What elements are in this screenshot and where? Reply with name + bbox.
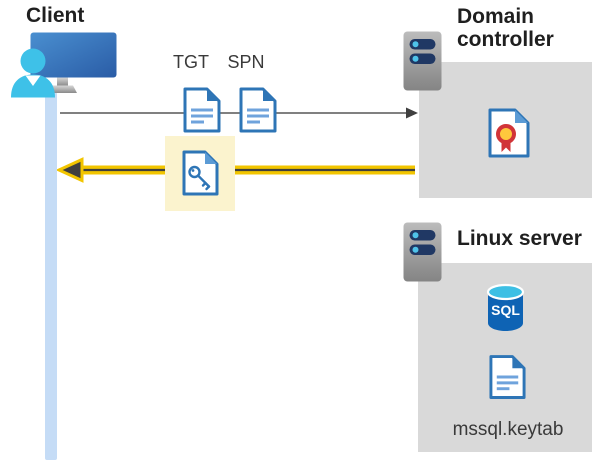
certificate-icon: [488, 108, 530, 158]
linux-server-label: Linux server: [457, 227, 582, 250]
client-user-monitor-icon: [11, 32, 117, 98]
person-collar: [25, 75, 41, 86]
spn-document-icon: [239, 87, 277, 133]
spn-label: SPN: [227, 52, 265, 72]
keytab-file-label: mssql.keytab: [452, 419, 564, 440]
monitor-stand: [57, 77, 68, 86]
client-lifeline: [45, 92, 57, 460]
service-ticket-key-document-icon: [182, 150, 219, 196]
domain-controller-server-icon: [403, 31, 442, 91]
request-arrowhead-icon: [406, 107, 418, 119]
request-arrow: [60, 107, 418, 119]
response-arrow: [56, 157, 415, 183]
monitor-base: [48, 85, 77, 93]
sql-label: SQL: [491, 302, 520, 318]
client-label: Client: [26, 4, 85, 27]
domain-controller-label: Domain controller: [457, 5, 554, 51]
person-head: [20, 48, 46, 74]
response-arrowhead-icon: [56, 157, 84, 183]
linux-server-icon: [403, 222, 442, 282]
monitor-screen: [30, 32, 117, 78]
tgt-document-icon: [183, 87, 221, 133]
tgt-label: TGT: [173, 52, 209, 72]
keytab-document-icon: [489, 355, 526, 399]
sql-database-icon: SQL: [486, 283, 525, 331]
